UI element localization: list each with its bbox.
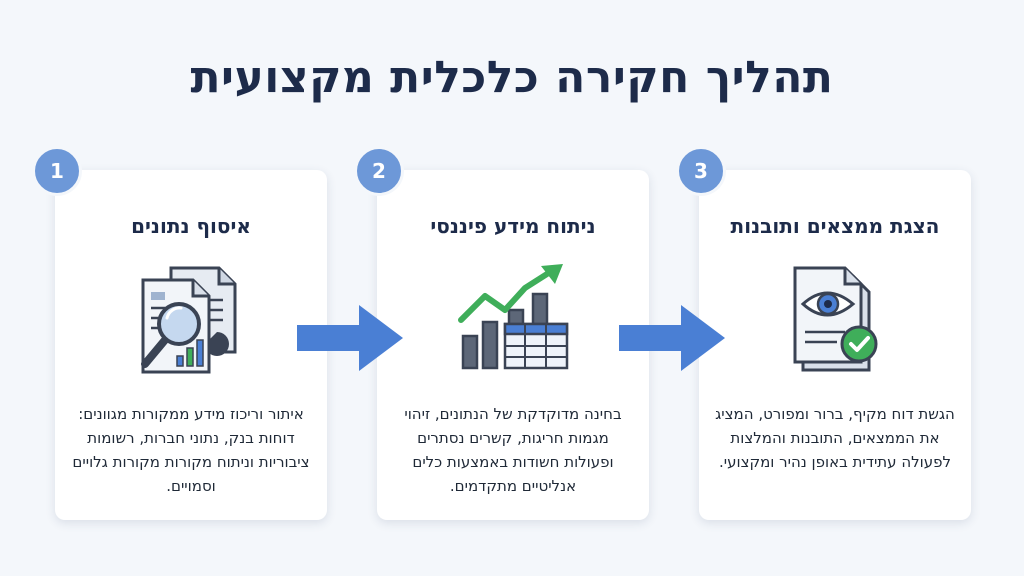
step-card-1: איסוף נתונים איתור וריכוז מידע ממקורות מ… xyxy=(55,170,327,520)
report-eye-check-icon xyxy=(793,266,878,372)
step-description: בחינה מדוקדקת של הנתונים, זיהוי מגמות חר… xyxy=(404,405,622,495)
step-number-badge-1: 1 xyxy=(32,146,82,196)
step-description: הגשת דוח מקיף, ברור ומפורט, המציג את הממ… xyxy=(715,405,955,471)
step-title: ניתוח מידע פיננסי xyxy=(430,214,596,238)
step-number-badge-2: 2 xyxy=(354,146,404,196)
step-title: איסוף נתונים xyxy=(131,214,251,238)
flow-arrow-icon xyxy=(619,305,725,371)
step-description: איתור וריכוז מידע ממקורות מגוונים: דוחות… xyxy=(72,405,310,495)
growth-chart-icon xyxy=(458,264,569,370)
step-number-badge-3: 3 xyxy=(676,146,726,196)
step-title: הצגת ממצאים ותובנות xyxy=(730,214,940,238)
step-card-2: ניתוח מידע פיננסי בחינה מדוקדקת של הנתונ… xyxy=(377,170,649,520)
step-card-3: הצגת ממצאים ותובנות הגשת דוח מקיף, ברור … xyxy=(699,170,971,520)
flow-arrow-icon xyxy=(297,305,403,371)
document-magnifier-icon xyxy=(141,266,237,374)
page-title: תהליך חקירה כלכלית מקצועית xyxy=(190,52,834,103)
